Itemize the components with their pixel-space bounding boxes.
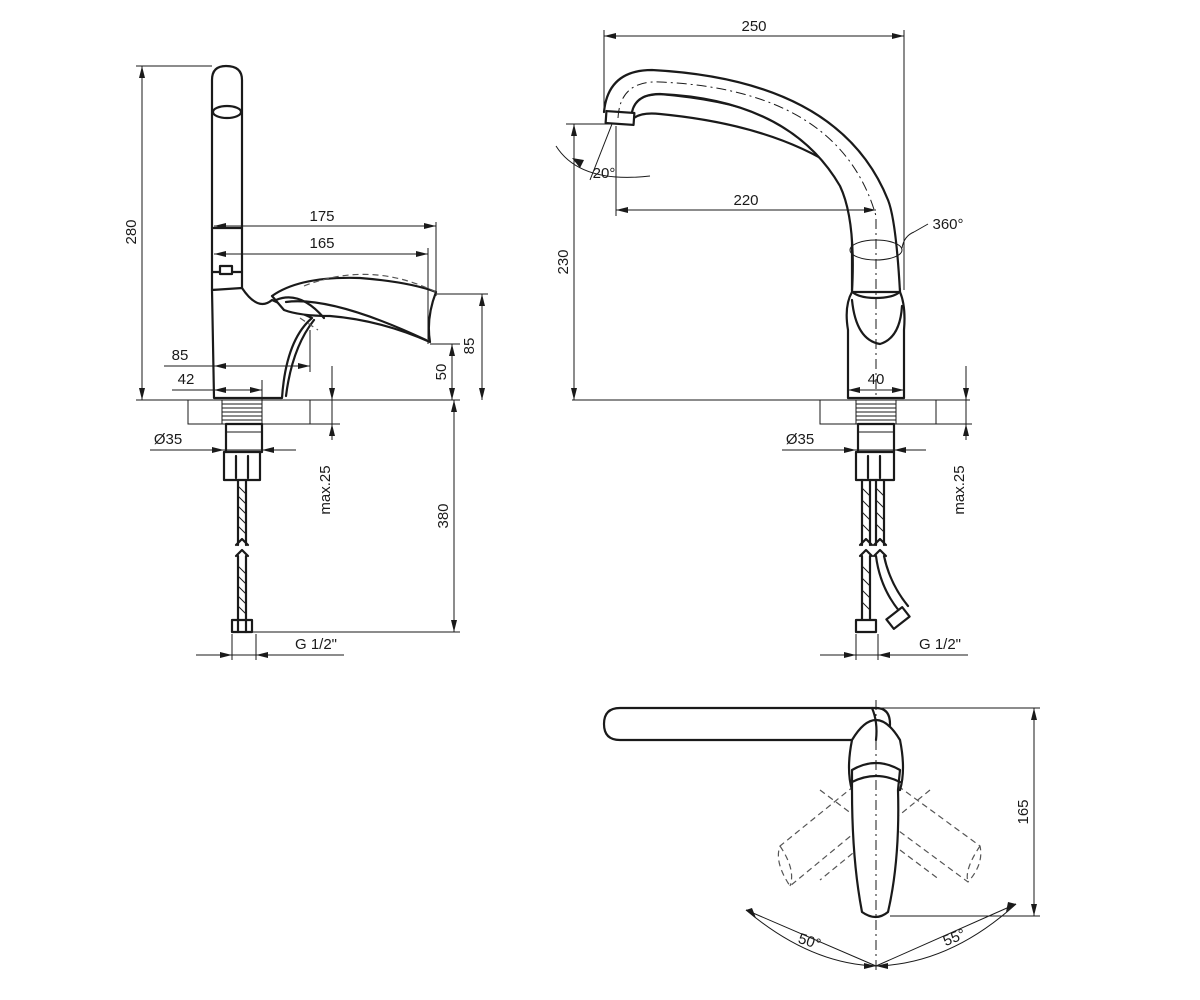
dim-dia35-front: Ø35	[782, 431, 926, 453]
label-220: 220	[733, 192, 758, 209]
side-hose	[230, 478, 254, 634]
label-50: 50	[433, 364, 450, 381]
dim-dia35-side: Ø35	[150, 431, 296, 453]
label-max25-side: max.25	[317, 465, 334, 514]
dim-280: 280	[123, 65, 212, 400]
label-top-165: 165	[1015, 799, 1032, 824]
side-view: 280 175 165 85	[123, 64, 488, 660]
label-85-vertical: 85	[461, 338, 478, 355]
dim-85-vertical: 85	[436, 293, 488, 400]
label-rotation-360: 360°	[932, 216, 963, 233]
side-body	[210, 64, 316, 400]
dim-230: 230	[555, 123, 606, 400]
label-230: 230	[555, 249, 572, 274]
dim-max25-side: max.25	[310, 366, 340, 515]
dim-max25-front: max.25	[936, 366, 972, 515]
label-max25-front: max.25	[951, 465, 968, 514]
dim-thread-side: G 1/2"	[196, 634, 344, 660]
front-spout	[602, 68, 915, 398]
dim-380: 380	[252, 400, 460, 633]
dim-thread-front: G 1/2"	[820, 634, 968, 660]
label-angle-50: 50°	[796, 930, 823, 953]
label-angle-55: 55°	[941, 926, 968, 950]
dim-220: 220	[615, 126, 876, 216]
label-42: 42	[178, 371, 195, 388]
label-280: 280	[123, 219, 140, 244]
label-380: 380	[435, 503, 452, 528]
label-thread-front: G 1/2"	[919, 636, 961, 653]
label-40: 40	[868, 371, 885, 388]
front-hoses	[854, 478, 911, 634]
side-shank	[222, 422, 264, 482]
label-165: 165	[309, 235, 334, 252]
label-85-horizontal: 85	[172, 347, 189, 364]
side-countertop	[136, 399, 460, 425]
dim-tilt-20: 20°	[555, 123, 651, 182]
dim-42: 42	[172, 371, 263, 400]
label-thread-side: G 1/2"	[295, 636, 337, 653]
dim-165: 165	[214, 235, 429, 344]
dim-40: 40	[848, 371, 904, 393]
dim-top-165: 165	[880, 707, 1040, 917]
label-250: 250	[741, 18, 766, 35]
side-lever	[270, 273, 438, 344]
dim-250: 250	[603, 18, 905, 290]
dim-85-horizontal: 85	[164, 330, 311, 372]
label-dia35-side: Ø35	[154, 431, 182, 448]
dim-rotation-360: 360°	[913, 216, 964, 233]
dim-angle-arc: 50° 55°	[745, 902, 1017, 969]
front-countertop	[572, 399, 970, 425]
label-175: 175	[309, 208, 334, 225]
front-shank	[854, 422, 896, 482]
dim-175: 175	[214, 208, 437, 296]
label-tilt-20: 20°	[593, 165, 616, 182]
front-view: 250 220 20° 360° 230	[555, 18, 972, 660]
top-view: 50° 55° 165	[602, 700, 1040, 970]
dim-50: 50	[430, 343, 460, 400]
label-dia35-front: Ø35	[786, 431, 814, 448]
top-spout	[602, 706, 892, 742]
